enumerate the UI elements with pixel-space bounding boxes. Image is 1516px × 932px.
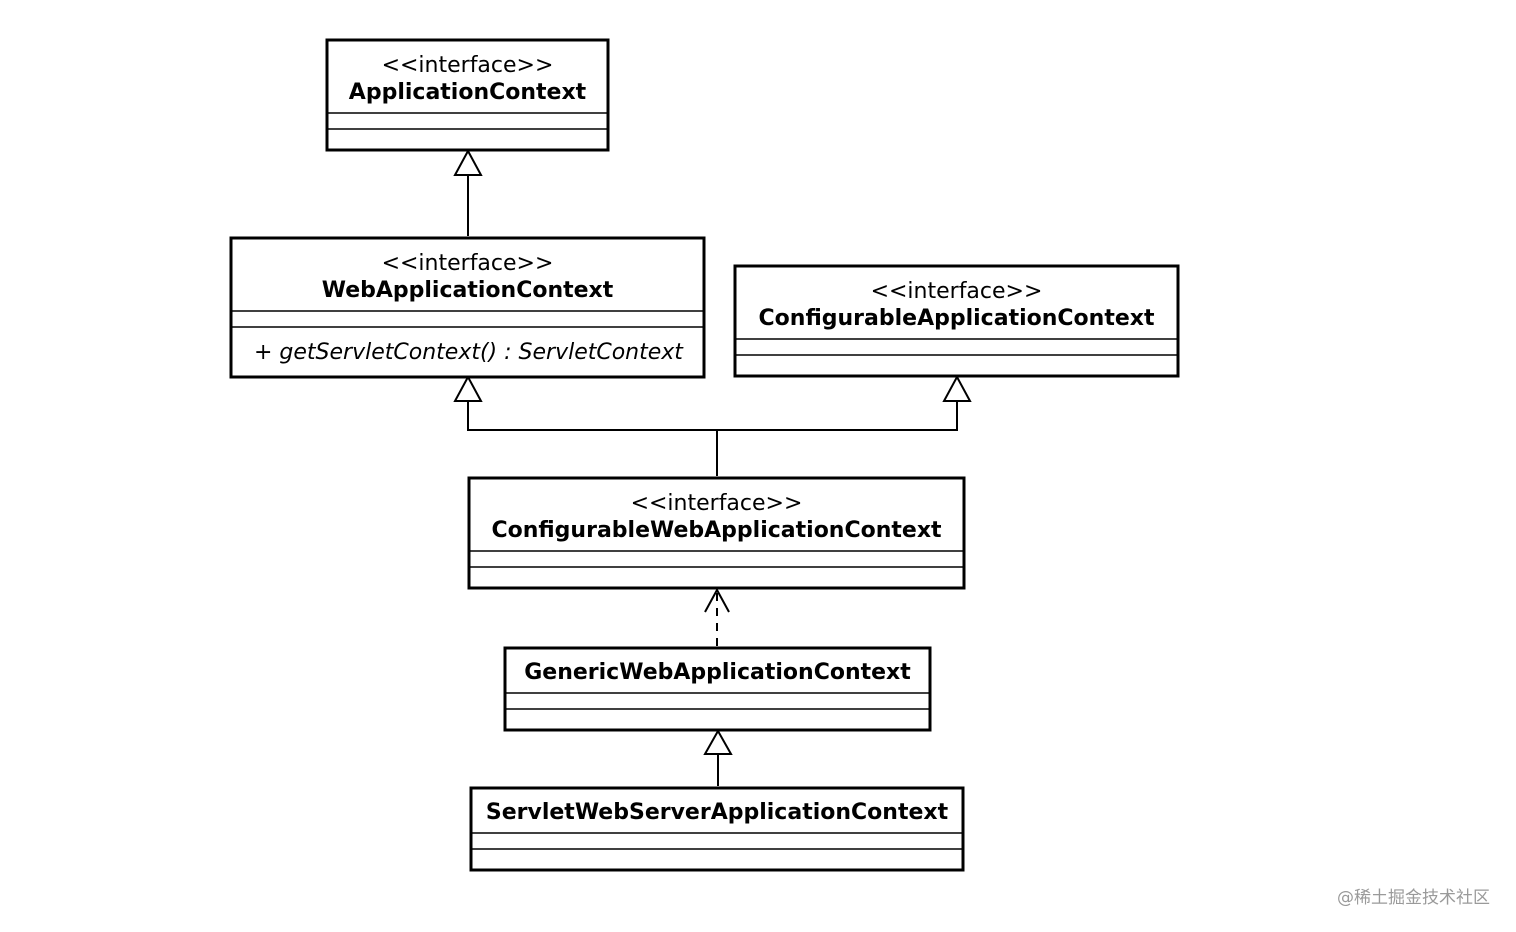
stereotype-label: <<interface>>	[871, 279, 1043, 304]
edge-servlet-to-generic	[703, 728, 733, 786]
class-configurable-web-application-context: <<interface>> ConfigurableWebApplication…	[467, 476, 966, 590]
class-configurable-application-context: <<interface>> ConfigurableApplicationCon…	[733, 264, 1180, 378]
generalization-arrowhead	[942, 374, 972, 402]
class-name: ConfigurableApplicationContext	[759, 306, 1155, 331]
class-name: WebApplicationContext	[322, 278, 614, 303]
stereotype-label: <<interface>>	[631, 491, 803, 516]
class-generic-web-application-context: GenericWebApplicationContext	[503, 646, 932, 732]
class-name: GenericWebApplicationContext	[524, 660, 911, 685]
generalization-arrowhead	[453, 374, 483, 402]
watermark: @稀土掘金技术社区	[1337, 888, 1490, 908]
class-name: ConfigurableWebApplicationContext	[491, 518, 942, 543]
edge-web-to-application-context	[453, 148, 483, 236]
stereotype-label: <<interface>>	[382, 53, 554, 78]
stereotype-label: <<interface>>	[382, 251, 554, 276]
relationships	[453, 148, 972, 786]
class-web-application-context: <<interface>> WebApplicationContext + ge…	[229, 236, 706, 379]
edge-generic-realizes-configurable-web	[704, 587, 730, 646]
generalization-arrowhead	[703, 728, 733, 755]
class-name: ServletWebServerApplicationContext	[486, 800, 949, 825]
class-name: ApplicationContext	[349, 80, 587, 105]
edge-configurable-web-to-parents	[453, 374, 972, 476]
operation-get-servlet-context: + getServletContext() : ServletContext	[254, 340, 684, 365]
generalization-arrowhead	[453, 148, 483, 176]
class-servlet-web-server-application-context: ServletWebServerApplicationContext	[469, 786, 965, 872]
dependency-arrowhead	[704, 587, 730, 613]
class-application-context: <<interface>> ApplicationContext	[325, 38, 610, 152]
